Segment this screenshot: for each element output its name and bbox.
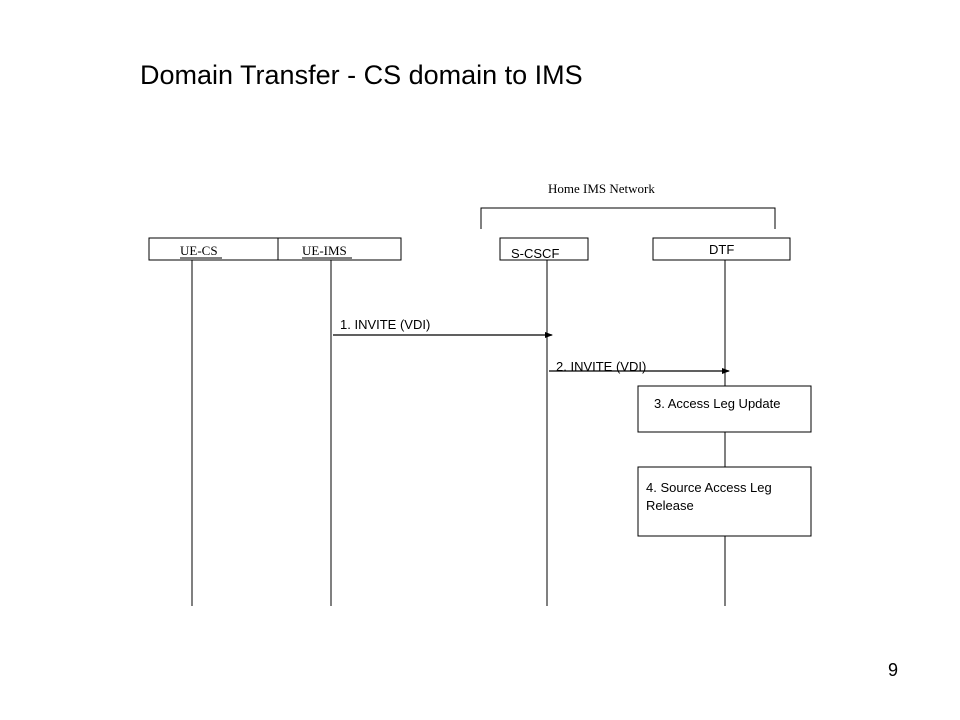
procedure-3: 3. Access Leg Update xyxy=(637,385,812,433)
entity-ue-ims: UE-IMS xyxy=(277,237,402,261)
entity-box-s-cscf xyxy=(499,237,589,261)
entity-box-dtf xyxy=(652,237,791,261)
procedure-4-box xyxy=(637,466,812,537)
procedure-4-label-line2: Release xyxy=(646,498,694,513)
entity-label-dtf: DTF xyxy=(709,242,734,257)
entity-label-s-cscf: S-CSCF xyxy=(511,246,559,261)
entity-s-cscf: S-CSCF xyxy=(499,237,589,261)
procedure-4: 4. Source Access Leg Release xyxy=(637,466,812,537)
message-1: 1. INVITE (VDI) xyxy=(333,317,553,338)
entity-ue-cs: UE-CS xyxy=(148,237,279,261)
home-ims-network-group: Home IMS Network xyxy=(480,181,776,229)
message-2-label: 2. INVITE (VDI) xyxy=(556,359,646,374)
network-bracket xyxy=(480,207,776,229)
entity-label-ue-cs: UE-CS xyxy=(180,243,218,258)
procedure-3-box xyxy=(637,385,812,433)
entity-box-ue-ims xyxy=(277,237,402,261)
network-label: Home IMS Network xyxy=(548,181,655,196)
message-2: 2. INVITE (VDI) xyxy=(549,359,730,374)
page-number: 9 xyxy=(888,660,899,680)
procedure-4-label-line1: 4. Source Access Leg xyxy=(646,480,772,495)
slide-title: Domain Transfer - CS domain to IMS xyxy=(140,60,583,90)
procedure-3-label: 3. Access Leg Update xyxy=(654,396,780,411)
entity-dtf: DTF xyxy=(652,237,791,261)
message-1-label: 1. INVITE (VDI) xyxy=(340,317,430,332)
entity-label-ue-ims: UE-IMS xyxy=(302,243,347,258)
